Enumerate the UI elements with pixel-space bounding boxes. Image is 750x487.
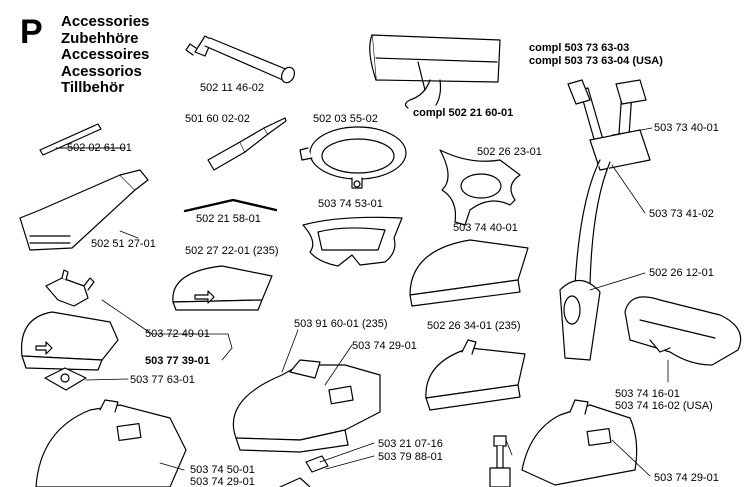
- guard-mid-right-drawing: [409, 239, 529, 307]
- part-label-hip-pad-b: 503 74 16-02 (USA): [615, 400, 713, 412]
- part-label-harness-bag: compl 502 21 60-01: [413, 107, 514, 119]
- part-label-star-plate: 502 26 23-01: [477, 146, 542, 158]
- leader-lines: [85, 127, 669, 477]
- title-line: Accessories: [61, 13, 150, 30]
- square-plate-drawing: [44, 367, 87, 391]
- rod-drawing: [39, 123, 126, 156]
- section-title: Accessories Zubehhöre Accessoires Acesso…: [61, 13, 150, 97]
- part-label-guard-bottom-left-a: 503 74 50-01: [190, 464, 255, 476]
- part-label-tube: 502 51 27-01: [91, 238, 156, 250]
- part-label-guard-set: 503 77 39-01: [145, 355, 210, 367]
- title-line: Acessorios: [61, 62, 142, 80]
- wrench-drawing: [185, 35, 296, 84]
- part-label-guard-large-center: 503 91 60-01 (235): [294, 318, 388, 330]
- part-label-harness-mid: 503 73 41-02: [649, 208, 714, 220]
- title-line: Accessoires: [61, 46, 150, 63]
- part-label-guard-bottom-left-b: 503 74 29-01: [190, 476, 255, 487]
- guard-bottom-left-drawing: [35, 399, 187, 487]
- part-label-harness-top: 503 73 40-01: [654, 122, 719, 134]
- part-label-ring-clamp: 502 03 55-02: [313, 113, 378, 125]
- bent-rod-drawing: [183, 198, 278, 213]
- part-label-harness-pad: 502 26 12-01: [649, 267, 714, 279]
- part-label-clip: 503 79 88-01: [378, 451, 443, 463]
- part-label-wrench: 502 11 46-02: [200, 82, 265, 94]
- part-label-guard-mid-right: 503 74 40-01: [453, 222, 518, 234]
- screwdriver-drawing: [207, 117, 287, 171]
- guard-left-drawing: [20, 311, 119, 371]
- guard-small-drawing: [172, 265, 273, 311]
- part-label-screwdriver: 501 60 02-02: [185, 113, 250, 125]
- part-label-harness-compl-b: compl 503 73 63-04 (USA): [529, 55, 663, 67]
- star-plate-drawing: [439, 149, 521, 226]
- bracket-drawing: [45, 269, 95, 307]
- hip-pad-drawing: [624, 296, 742, 366]
- part-label-screw: 503 21 07-16: [378, 438, 443, 450]
- part-label-guard-plate-center: 503 74 29-01: [352, 340, 417, 352]
- guard-large-center-drawing: [232, 359, 381, 453]
- part-label-guard-small: 502 27 22-01 (235): [185, 245, 279, 257]
- section-letter: P: [20, 13, 43, 51]
- harness-bag-drawing: [369, 34, 501, 109]
- part-label-harness-compl-a: compl 503 73 63-03: [529, 42, 630, 54]
- part-label-square-plate: 503 77 63-01: [130, 374, 195, 386]
- part-label-guard-bottom-right: 503 74 29-01: [654, 472, 719, 484]
- part-label-hip-pad-a: 503 74 16-01: [615, 388, 680, 400]
- part-label-rod: 502 02 61-01: [67, 142, 132, 154]
- shield-plate-drawing: [302, 216, 403, 267]
- part-label-shield-plate: 503 74 53-01: [318, 198, 383, 210]
- ring-clamp-drawing: [299, 126, 407, 189]
- part-label-bracket: 503 72 49-01: [145, 328, 210, 340]
- harness-drawing: [559, 79, 651, 361]
- guard-mid-lower-drawing: [425, 339, 526, 411]
- guard-bottom-right-drawing: [521, 399, 638, 486]
- tube-drawing: [19, 169, 149, 251]
- part-label-bent-rod: 502 21 58-01: [196, 213, 261, 225]
- part-label-guard-mid-lower: 502 26 34-01 (235): [427, 320, 521, 332]
- clip-drawing: [279, 455, 329, 487]
- title-line: Tillbehör: [61, 79, 125, 96]
- title-line: Zubehhöre: [61, 29, 139, 47]
- screw-drawing: [489, 435, 511, 487]
